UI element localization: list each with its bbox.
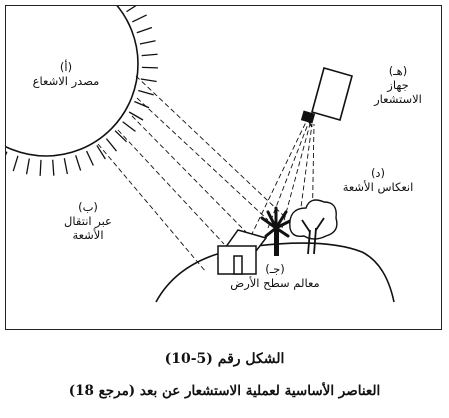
sun-ray [136,26,153,34]
sun-ray [25,158,30,175]
sun-ray [114,130,128,143]
house-icon [216,229,268,275]
label-transmission-letter: (ب) [78,200,98,214]
sun-ray [122,121,136,132]
label-surface-text: معالم سطح الأرض [230,276,320,290]
label-transmission-line1: عبر انتقال [64,214,112,228]
ground-hill [155,242,395,303]
label-reflection-text: انعكاس الأشعة [342,180,414,194]
sun-ray [12,155,19,172]
figure-title: العناصر الأساسية لعملية الاستشعار عن بعد… [68,383,381,399]
sun-ray [126,6,137,13]
sun-ray [141,53,158,57]
sun-ray [85,150,94,166]
satellite-sensor-icon [300,67,353,128]
sun-ray [39,159,42,176]
label-reflection: (د) انعكاس الأشعة [328,166,428,194]
palm-tree-icon [260,206,294,256]
label-sensor-line1: جهاز [387,78,409,92]
sun-ray [96,145,106,160]
label-transmission: (ب) عبر انتقال الأشعة [48,200,128,242]
figure-number: الشكل رقم (5-10) [164,351,285,367]
sun-icon [6,6,158,176]
sun-ray [128,111,144,121]
sun-ray [139,40,156,45]
label-transmission-line2: الأشعة [72,228,104,242]
sun-ray [75,155,82,171]
sun-ray [52,159,55,176]
sun-ray [141,66,158,69]
label-source: (أ) مصدر الاشعاع [20,60,112,88]
diagram-frame: (أ) مصدر الاشعاع (هـ) جهاز الاستشعار (د)… [5,5,442,330]
label-sensor-line2: الاستشعار [374,92,422,106]
label-surface: (جـ) معالم سطح الأرض [220,262,330,290]
incident-radiation-lines [97,75,285,273]
label-sensor: (هـ) جهاز الاستشعار [358,64,438,106]
sun-ray [140,78,157,83]
sun-ray [134,100,150,109]
remote-sensing-diagram [6,6,395,303]
sun-ray [105,138,117,152]
label-surface-letter: (جـ) [265,262,285,276]
sun-ray [131,14,147,23]
label-source-text: مصدر الاشعاع [32,74,100,88]
sun-ray [138,89,154,96]
tree-icon [289,199,338,255]
sun-ray [6,151,8,156]
label-sensor-letter: (هـ) [388,64,408,78]
sun-ray [63,158,69,175]
label-reflection-letter: (د) [370,166,386,180]
label-source-letter: (أ) [59,60,73,74]
